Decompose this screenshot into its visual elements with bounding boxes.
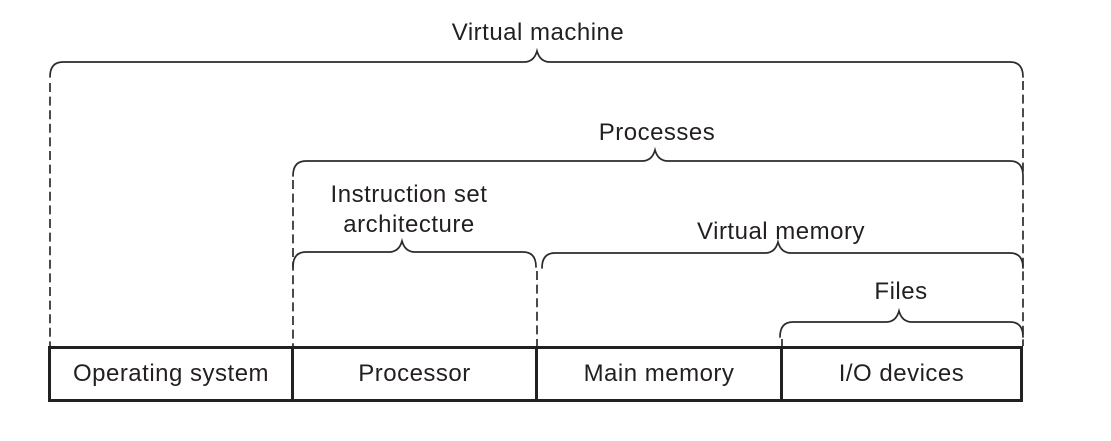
label-instruction-set-architecture: Instruction set architecture: [331, 180, 488, 240]
brace-processes: [292, 146, 1024, 177]
label-files: Files: [874, 278, 928, 305]
label-processes: Processes: [598, 119, 716, 146]
hardware-box-processor: Processor: [294, 349, 538, 399]
brace-files: [779, 307, 1024, 338]
label-isa-line-2: architecture: [343, 211, 475, 238]
hardware-box-label: Operating system: [72, 360, 270, 387]
hardware-row: Operating system Processor Main memory I…: [48, 346, 1023, 402]
label-isa-line-1: Instruction set: [330, 181, 488, 208]
brace-virtual-machine: [49, 47, 1024, 78]
hardware-box-label: I/O devices: [838, 360, 965, 387]
hardware-box-io-devices: I/O devices: [783, 349, 1020, 399]
brace-instruction-set-architecture: [292, 237, 537, 268]
hardware-box-label: Processor: [358, 360, 471, 387]
brace-virtual-memory: [541, 238, 1024, 269]
hardware-box-operating-system: Operating system: [51, 349, 294, 399]
label-virtual-memory: Virtual memory: [697, 218, 865, 245]
hardware-box-label: Main memory: [583, 360, 735, 387]
hardware-box-main-memory: Main memory: [538, 349, 783, 399]
label-virtual-machine: Virtual machine: [451, 19, 625, 46]
